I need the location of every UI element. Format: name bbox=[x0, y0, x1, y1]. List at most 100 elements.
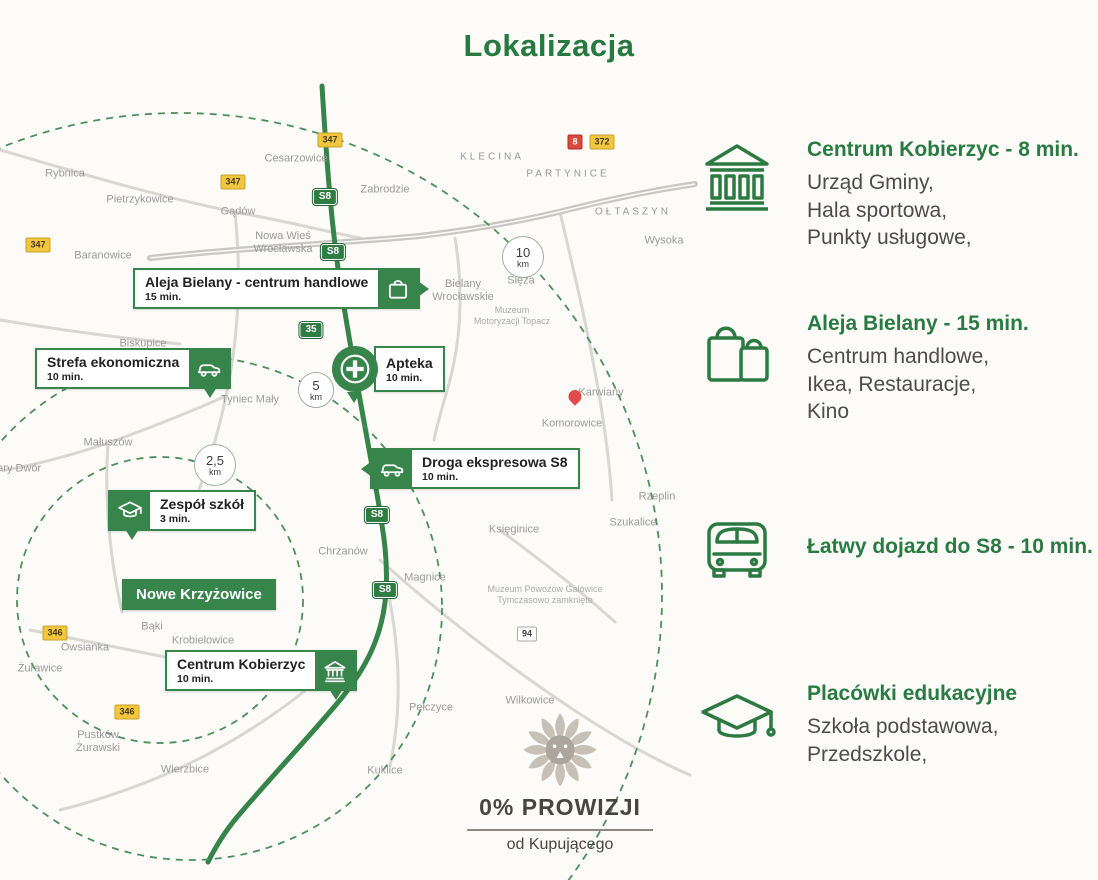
town-label: Stary Dwór bbox=[0, 462, 42, 475]
callout-pin bbox=[418, 280, 430, 297]
lion-logo bbox=[523, 713, 597, 787]
road-shield: 35 bbox=[299, 322, 323, 338]
town-label: Pietrzykowice bbox=[106, 193, 174, 206]
callout-subtitle: 10 min. bbox=[386, 371, 423, 384]
legend-line: Hala sportowa, bbox=[807, 198, 948, 222]
callout-subtitle: 10 min. bbox=[422, 471, 459, 483]
road-shield: 347 bbox=[25, 237, 51, 253]
callout-pin bbox=[347, 392, 361, 403]
project-label: Nowe Krzyżowice bbox=[122, 579, 276, 610]
promo-subtitle: od Kupującego bbox=[506, 836, 614, 853]
town-label: Rzeplin bbox=[638, 490, 676, 503]
town-label: Krobielowice bbox=[171, 634, 235, 647]
pharmacy-icon bbox=[332, 346, 378, 392]
car-icon bbox=[695, 510, 779, 590]
town-label: PARTYNICE bbox=[526, 168, 610, 180]
legend-item-s8: Łatwy dojazd do S8 - 10 min. bbox=[695, 510, 1093, 590]
legend-heading: Centrum Kobierzyc - 8 min. bbox=[807, 138, 1079, 161]
car-icon bbox=[372, 450, 412, 487]
callout-title: Zespół szkół bbox=[160, 496, 245, 512]
town-label: Pustków Żurawski bbox=[75, 729, 121, 754]
road-shield: 347 bbox=[220, 174, 246, 190]
promo-title: 0% PROWIZJI bbox=[467, 792, 653, 831]
town-label: Ślęza bbox=[507, 274, 535, 287]
callout-title: Apteka bbox=[386, 354, 433, 371]
callout-pin bbox=[203, 387, 218, 398]
legend-line: Punkty usługowe, bbox=[807, 226, 972, 249]
road-shield: S8 bbox=[320, 244, 346, 260]
legend: Centrum Kobierzyc - 8 min. Urząd Gminy, … bbox=[695, 0, 1095, 880]
legend-line: Szkoła podstawowa, bbox=[807, 715, 999, 738]
town-label: Tyniec Mały bbox=[220, 393, 280, 406]
legend-heading: Aleja Bielany - 15 min. bbox=[807, 312, 1029, 335]
town-label: Wysoka bbox=[644, 234, 684, 247]
road-shield: 372 bbox=[589, 134, 615, 150]
town-label: Żurawice bbox=[17, 662, 63, 675]
callout-title: Centrum Kobierzyc bbox=[177, 656, 306, 672]
town-label: Księginice bbox=[488, 523, 540, 536]
town-label: KLECINA bbox=[460, 151, 524, 163]
town-label: Wilkowice bbox=[505, 694, 555, 707]
town-label: Nowa Wieś Wrocławska bbox=[253, 230, 313, 255]
callout-subtitle: 10 min. bbox=[177, 673, 214, 685]
legend-item-edukacja: Placówki edukacyjne Szkoła podstawowa, P… bbox=[695, 682, 1017, 768]
road-shield: S8 bbox=[372, 582, 398, 598]
town-label: Muzeum Motoryzacji Topacz bbox=[473, 305, 551, 326]
road-shield: 94 bbox=[516, 626, 538, 642]
graduation-cap-icon bbox=[695, 682, 779, 762]
town-label: Chrzanów bbox=[318, 545, 368, 558]
road-shield: 8 bbox=[567, 134, 583, 150]
town-label: Karwiany bbox=[578, 386, 624, 399]
legend-heading: Łatwy dojazd do S8 - 10 min. bbox=[807, 534, 1093, 558]
town-label: OŁTASZYN bbox=[594, 206, 672, 218]
callout-subtitle: 10 min. bbox=[47, 371, 84, 383]
town-label: Bąki bbox=[141, 620, 163, 633]
legend-heading: Placówki edukacyjne bbox=[807, 682, 1018, 705]
bank-icon bbox=[695, 138, 779, 218]
town-label: Muzeum Powozów Galowice Tymczasowo zamkn… bbox=[487, 584, 603, 605]
callout-pin bbox=[329, 689, 344, 700]
town-label: Owsianka bbox=[60, 641, 110, 654]
road-shield: S8 bbox=[364, 507, 390, 523]
legend-item-kobierzyce: Centrum Kobierzyc - 8 min. Urząd Gminy, … bbox=[695, 138, 1079, 252]
legend-line: Centrum handlowe, bbox=[807, 345, 990, 368]
legend-line: Przedszkole, bbox=[807, 742, 928, 766]
road-shield: 346 bbox=[42, 625, 68, 641]
town-label: Cesarzowice bbox=[264, 152, 328, 165]
callout-subtitle: 15 min. bbox=[145, 291, 182, 303]
bank-icon bbox=[315, 652, 356, 689]
town-label: Baranowice bbox=[74, 249, 132, 262]
town-label: Zabrodzie bbox=[360, 183, 410, 196]
town-label: Wierzbice bbox=[160, 763, 210, 776]
promo-footer: 0% PROWIZJI od Kupującego bbox=[467, 706, 653, 854]
road-shield: 347 bbox=[317, 132, 343, 148]
car-icon bbox=[189, 350, 230, 387]
shopping-bag-icon bbox=[378, 270, 419, 307]
town-label: Pełczyce bbox=[408, 701, 454, 714]
callout-pin bbox=[361, 460, 372, 477]
legend-line: Ikea, Restauracje, bbox=[807, 372, 977, 396]
town-label: Szukalice bbox=[609, 516, 657, 529]
road-shield: S8 bbox=[312, 189, 338, 205]
callout-pin bbox=[125, 529, 139, 540]
legend-line: Kino bbox=[807, 400, 850, 423]
town-label: Kuklice bbox=[367, 764, 403, 777]
town-label: Komorowice bbox=[541, 417, 603, 430]
legend-line: Urząd Gminy, bbox=[807, 171, 934, 194]
callout-subtitle: 3 min. bbox=[160, 513, 191, 525]
legend-item-bielany: Aleja Bielany - 15 min. Centrum handlowe… bbox=[695, 312, 1029, 426]
town-label: Gądów bbox=[220, 205, 256, 218]
callout-title: Strefa ekonomiczna bbox=[47, 354, 180, 370]
